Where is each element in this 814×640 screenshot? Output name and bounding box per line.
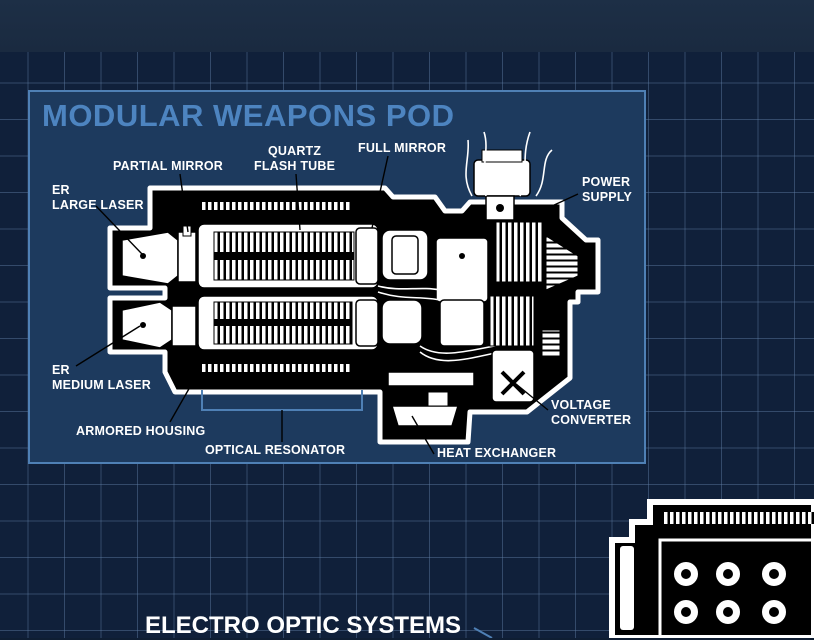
optic-lens-core [769, 607, 779, 617]
leader-er-large-laser [95, 205, 143, 255]
flash-tube-upper-core [214, 252, 354, 260]
partial-mirror-upper [177, 231, 197, 283]
full-mirror-upper [355, 227, 379, 285]
medium-laser-lens [121, 301, 173, 349]
panel-title: MODULAR WEAPONS POD [42, 98, 455, 133]
flash-tube-lower-core [214, 319, 352, 326]
label-er-large-laser: ER LARGE LASER [52, 183, 144, 212]
large-laser-lens [121, 231, 179, 285]
housing-serration-bottom [200, 364, 350, 372]
leader-voltage-converter [515, 383, 549, 411]
label-quartz-flash-tube: QUARTZ FLASH TUBE [254, 144, 336, 173]
partial-mirror-lower [171, 305, 197, 347]
heat-exchanger-valve [427, 391, 449, 407]
leader-er-medium-laser [75, 325, 141, 367]
label-full-mirror: FULL MIRROR [358, 141, 447, 155]
electro-optic-top-rail [662, 512, 814, 524]
electro-optic-leader [473, 627, 493, 638]
power-supply-cap [545, 235, 579, 291]
optic-lens-core [681, 569, 691, 579]
power-supply-top-cap [481, 149, 523, 163]
power-supply-lower [439, 299, 485, 347]
leader-partial-mirror [179, 173, 189, 233]
leader-armored-housing [169, 379, 195, 423]
power-supply-box [435, 237, 489, 303]
large-laser-lens-dot [140, 253, 146, 259]
leader-quartz-flash-tube [295, 173, 301, 231]
electro-optic-module-inner [658, 538, 814, 638]
optic-lens-core [723, 607, 733, 617]
label-er-medium-laser: ER MEDIUM LASER [52, 363, 151, 392]
voltage-converter-fins [489, 295, 535, 347]
label-partial-mirror: PARTIAL MIRROR [113, 159, 223, 173]
optic-lens-core [769, 569, 779, 579]
label-power-supply: POWER SUPPLY [582, 175, 633, 204]
power-cables [377, 131, 553, 362]
label-armored-housing: ARMORED HOUSING [76, 424, 206, 438]
section-title-electro-optic: ELECTRO OPTIC SYSTEMS [145, 612, 462, 639]
optic-lens-core [681, 607, 691, 617]
voltage-converter-box [491, 349, 535, 403]
label-optical-resonator: OPTICAL RESONATOR [205, 443, 346, 457]
medium-laser-lens-dot [140, 322, 146, 328]
leader-full-mirror [371, 155, 389, 229]
label-heat-exchanger: HEAT EXCHANGER [437, 446, 557, 460]
upper-ring-inner [391, 235, 419, 275]
full-mirror-lower [355, 299, 379, 347]
leader-power-supply [551, 193, 579, 207]
heat-exchanger-tray [390, 405, 460, 427]
lower-ring [381, 299, 423, 345]
optic-lens-core [723, 569, 733, 579]
upper-ring [381, 229, 429, 281]
label-voltage-converter: VOLTAGE CONVERTER [551, 398, 632, 427]
housing-serration-top [200, 202, 350, 210]
power-supply-radiator [495, 221, 545, 283]
leader-heat-exchanger [411, 415, 435, 455]
heat-exchanger-rail [387, 371, 475, 387]
power-supply-valve [496, 204, 504, 212]
power-supply-dot [459, 253, 465, 259]
electro-optic-side-rail [620, 546, 634, 630]
voltage-converter-x [500, 370, 526, 396]
header-bar [0, 0, 814, 52]
voltage-converter-side [541, 329, 561, 359]
